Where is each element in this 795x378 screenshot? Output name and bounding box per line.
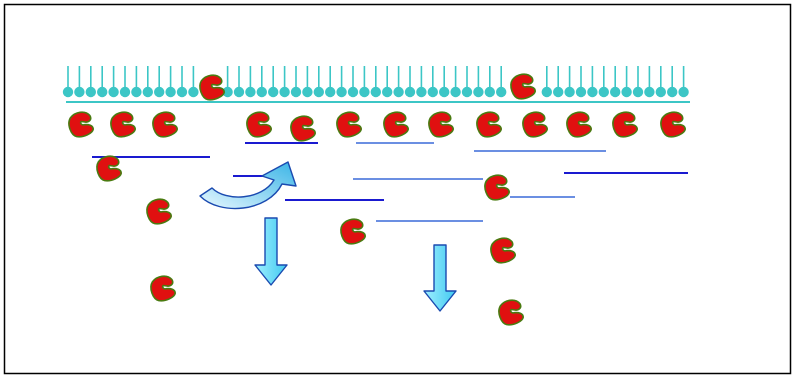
lipid-icon	[222, 66, 233, 98]
pacman-protein-icon	[199, 74, 226, 101]
lipid-icon	[165, 66, 176, 98]
lipid-icon	[610, 66, 621, 98]
lipid-icon	[416, 66, 427, 98]
pacman-protein-icon	[96, 155, 123, 182]
lipid-icon	[131, 66, 142, 98]
lipid-icon	[313, 66, 324, 98]
lipid-icon	[142, 66, 153, 98]
down-arrow-icon	[254, 217, 288, 286]
lipid-icon	[325, 66, 336, 98]
lipid-icon	[108, 66, 119, 98]
pacman-protein-icon	[484, 174, 511, 201]
lipid-icon	[541, 66, 552, 98]
lipid-icon	[188, 66, 199, 98]
lipid-icon	[632, 66, 644, 98]
lipid-icon	[370, 66, 381, 98]
lipid-icon	[347, 66, 359, 98]
pacman-protein-icon	[110, 111, 137, 138]
lipid-icon	[290, 66, 302, 98]
lipid-icon	[484, 66, 495, 98]
lipid-icon	[644, 66, 655, 98]
pacman-protein-icon	[566, 111, 593, 138]
pacman-protein-icon	[336, 111, 363, 138]
lipid-icon	[667, 66, 678, 98]
lipid-icon	[279, 66, 290, 98]
lipid-icon	[85, 66, 97, 98]
arrows	[199, 161, 457, 312]
lipid-icon	[119, 66, 131, 98]
lipid-icon	[62, 66, 74, 98]
pacman-protein-icon	[150, 275, 177, 302]
lipid-icon	[256, 66, 267, 98]
lipid-icon	[359, 66, 370, 98]
lipid-icon	[587, 66, 598, 98]
pacman-protein-icon	[152, 111, 179, 138]
lipid-icon	[245, 66, 256, 98]
proteins	[68, 73, 687, 326]
lipid-icon	[302, 66, 313, 98]
membrane	[62, 66, 690, 103]
pacman-protein-icon	[68, 111, 95, 138]
lipid-icon	[336, 66, 347, 98]
lipid-icon	[621, 66, 632, 98]
curved-arrow-icon	[199, 161, 297, 210]
lipid-icon	[461, 66, 473, 98]
down-arrow-icon	[423, 244, 457, 312]
pacman-protein-icon	[612, 111, 639, 138]
lipid-icon	[268, 66, 279, 98]
pacman-protein-icon	[660, 111, 687, 138]
lipid-icon	[154, 66, 165, 98]
lipid-icon	[233, 66, 245, 98]
border-box	[3, 3, 792, 375]
lipid-icon	[176, 66, 188, 98]
lipid-icon	[393, 66, 404, 98]
pacman-protein-icon	[522, 111, 549, 138]
lipid-icon	[553, 66, 564, 98]
lipid-icon	[473, 66, 484, 98]
pacman-protein-icon	[476, 111, 503, 138]
lipid-icon	[450, 66, 461, 98]
lipid-icon	[74, 66, 85, 98]
lipid-icon	[404, 66, 416, 98]
pacman-protein-icon	[340, 218, 367, 245]
pacman-protein-icon	[383, 111, 410, 138]
lipid-icon	[97, 66, 108, 98]
pacman-protein-icon	[290, 115, 317, 142]
lipid-icon	[598, 66, 609, 98]
pacman-protein-icon	[490, 237, 517, 264]
pacman-protein-icon	[510, 73, 537, 100]
lipid-icon	[575, 66, 587, 98]
lipid-icon	[655, 66, 666, 98]
lipid-icon	[496, 66, 507, 98]
lipid-icon	[678, 66, 689, 98]
pacman-protein-icon	[146, 198, 173, 225]
pacman-protein-icon	[428, 111, 455, 138]
lipid-icon	[564, 66, 575, 98]
pacman-protein-icon	[246, 111, 273, 138]
pacman-protein-icon	[498, 299, 525, 326]
lipid-icon	[439, 66, 450, 98]
lipid-icon	[382, 66, 393, 98]
lipid-icon	[427, 66, 438, 98]
